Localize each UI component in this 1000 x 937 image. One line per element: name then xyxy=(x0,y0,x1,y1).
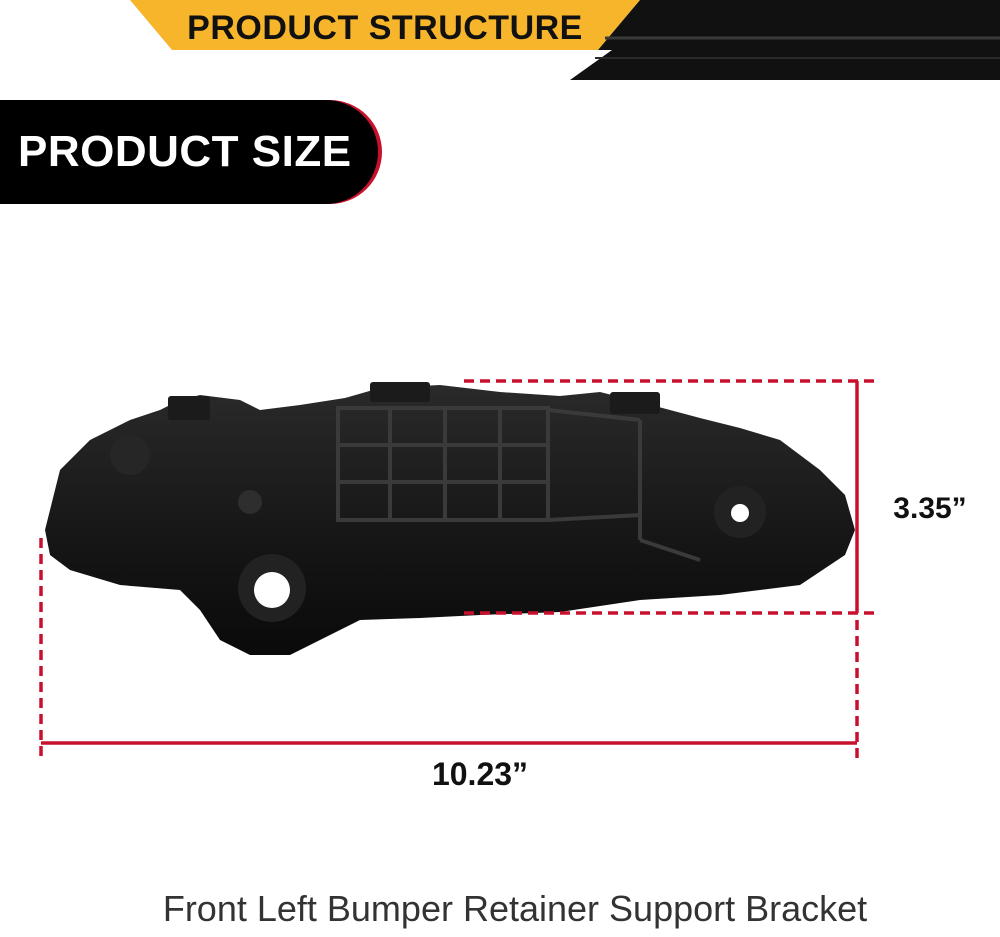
banner-gold-stripe xyxy=(130,0,640,50)
banner-dark-band xyxy=(570,0,1000,80)
width-dimension xyxy=(39,538,859,762)
height-label: 3.35” xyxy=(893,492,967,525)
product-caption: Front Left Bumper Retainer Support Brack… xyxy=(162,888,868,929)
banner-graphic xyxy=(130,0,1000,80)
clip-tab xyxy=(610,392,660,414)
width-label: 10.23” xyxy=(431,756,529,792)
product-diagram xyxy=(39,379,880,762)
clip-tab xyxy=(370,382,430,402)
clip-tab xyxy=(168,396,210,420)
mount-hole xyxy=(254,572,290,608)
section-tab xyxy=(0,100,378,204)
star-clip xyxy=(238,490,262,514)
bracket-image xyxy=(45,382,855,655)
mount-hole xyxy=(731,504,749,522)
banner-title: PRODUCT STRUCTURE xyxy=(187,8,583,47)
section-label: PRODUCT SIZE xyxy=(18,127,352,176)
height-dimension xyxy=(464,379,880,615)
rib-grid xyxy=(336,406,701,562)
boss xyxy=(110,435,150,475)
